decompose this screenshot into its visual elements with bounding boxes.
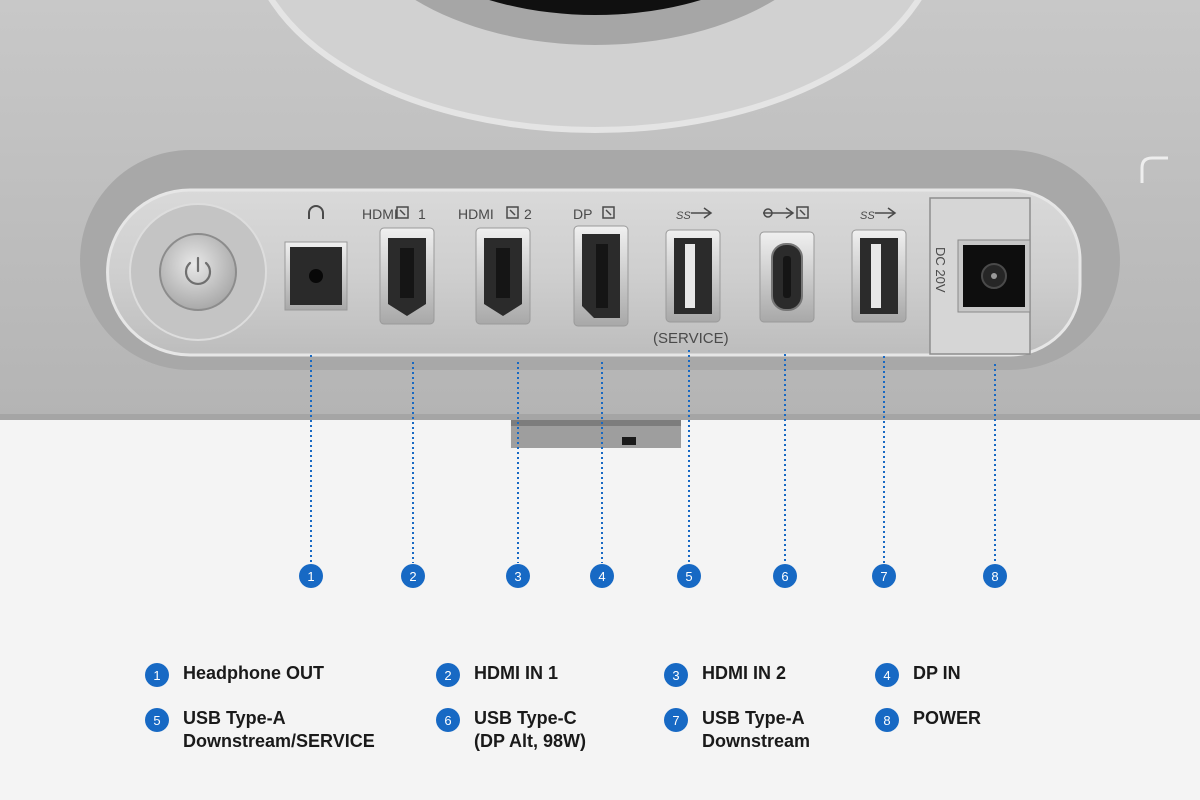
stand-ring-outer xyxy=(268,0,922,133)
hdmi1-port-label: HDMI xyxy=(362,206,398,222)
callout-group: 1 2 3 4 5 6 7 8 xyxy=(299,350,1007,588)
callout-number: 1 xyxy=(307,569,314,584)
usb-a-service-port[interactable] xyxy=(665,229,721,323)
legend-label: POWER xyxy=(913,708,982,728)
hdmi1-port-number: 1 xyxy=(418,206,426,222)
stand-opening xyxy=(489,0,701,15)
callout-number: 2 xyxy=(409,569,416,584)
legend-number-badge: 3 xyxy=(664,663,688,687)
legend-label: HDMI IN 1 xyxy=(474,663,559,683)
callout-marker xyxy=(590,564,614,588)
callout-number: 3 xyxy=(514,569,521,584)
hdmi1-port[interactable] xyxy=(379,227,435,325)
legend-number-badge: 4 xyxy=(875,663,899,687)
callout-number: 4 xyxy=(598,569,605,584)
callout-marker xyxy=(506,564,530,588)
legend-number-badge: 2 xyxy=(436,663,460,687)
legend-item: 6 USB Type-C (DP Alt, 98W) xyxy=(436,707,586,753)
legend-number-badge: 1 xyxy=(145,663,169,687)
legend-item: 4 DP IN xyxy=(875,662,961,687)
bracket-slot-icon xyxy=(622,437,636,445)
callout-number: 5 xyxy=(685,569,692,584)
hdmi2-port[interactable] xyxy=(475,227,531,325)
usb-a1-port-label: SS xyxy=(676,210,691,222)
legend-label: USB Type-A Downstream xyxy=(702,708,811,751)
hdmi2-port-number: 2 xyxy=(524,206,532,222)
legend-item: 5 USB Type-A Downstream/SERVICE xyxy=(145,707,375,753)
usb-symbol-icons xyxy=(691,207,897,219)
legend-item: 2 HDMI IN 1 xyxy=(436,662,558,687)
legend-item: 1 Headphone OUT xyxy=(145,662,324,687)
callout-marker xyxy=(299,564,323,588)
legend-label: HDMI IN 2 xyxy=(702,663,787,683)
dp-port-label: DP xyxy=(573,206,592,222)
displayport-port[interactable] xyxy=(573,225,629,327)
legend-item: 3 HDMI IN 2 xyxy=(664,662,786,687)
headphone-icon xyxy=(308,205,324,219)
callout-marker xyxy=(983,564,1007,588)
legend-number-badge: 8 xyxy=(875,708,899,732)
service-label: (SERVICE) xyxy=(653,330,729,347)
callout-marker xyxy=(401,564,425,588)
dc-label: DC 20V xyxy=(933,247,948,293)
power-icon xyxy=(184,256,212,285)
legend-item: 7 USB Type-A Downstream xyxy=(664,707,810,753)
legend-label: USB Type-C (DP Alt, 98W) xyxy=(474,708,587,751)
callout-marker xyxy=(872,564,896,588)
legend-label: DP IN xyxy=(913,663,961,683)
legend-label: Headphone OUT xyxy=(183,663,325,683)
usb-a2-port-label: SS xyxy=(860,210,875,222)
dc-power-port[interactable] xyxy=(957,239,1031,313)
legend-label: USB Type-A Downstream/SERVICE xyxy=(183,708,375,751)
legend-item: 8 POWER xyxy=(875,707,981,732)
callout-number: 7 xyxy=(880,569,887,584)
housing-bottom-edge xyxy=(0,414,1200,420)
corner-mark-icon xyxy=(1140,156,1168,183)
hdmi2-port-label: HDMI xyxy=(458,206,494,222)
callout-marker xyxy=(677,564,701,588)
callout-number: 8 xyxy=(991,569,998,584)
headphone-port[interactable] xyxy=(284,241,348,311)
legend-number-badge: 7 xyxy=(664,708,688,732)
mount-bracket-lip xyxy=(511,420,681,426)
legend-number-badge: 5 xyxy=(145,708,169,732)
displayport-symbol-icons xyxy=(396,206,809,219)
callout-number: 6 xyxy=(781,569,788,584)
usb-a-downstream-port[interactable] xyxy=(851,229,907,323)
legend-number-badge: 6 xyxy=(436,708,460,732)
usb-c-port[interactable] xyxy=(759,231,815,323)
callout-marker xyxy=(773,564,797,588)
stand-ring-inner xyxy=(415,0,775,45)
